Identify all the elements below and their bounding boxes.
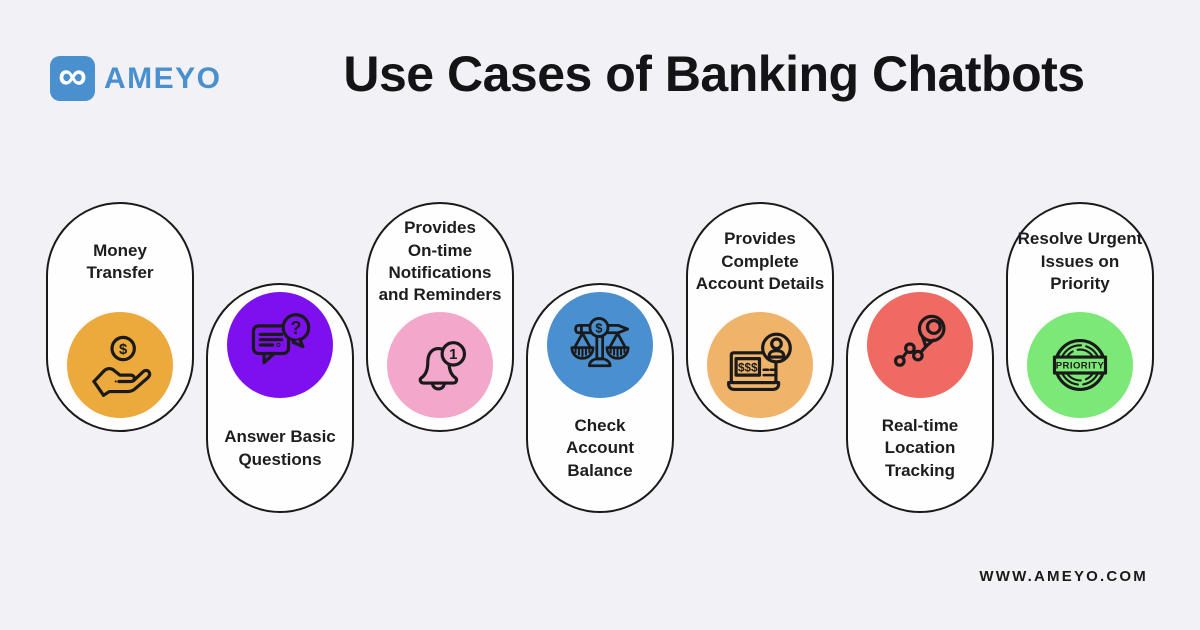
svg-text:$: $ bbox=[119, 342, 128, 358]
capsule-circle: $ bbox=[547, 292, 653, 398]
capsule-label: Check Account Balance bbox=[566, 415, 634, 480]
svg-text:?: ? bbox=[290, 318, 301, 338]
capsule-label: Provides Complete Account Details bbox=[695, 229, 825, 294]
capsule-circle: PRIORITY bbox=[1027, 312, 1133, 418]
capsule-label: Answer Basic Questions bbox=[224, 427, 336, 469]
capsule-answer-basic-questions: ? Answer Basic Questions bbox=[206, 283, 354, 513]
ameyo-logo: ∞ AMEYO bbox=[50, 56, 222, 101]
hand-coin-icon: $ bbox=[92, 335, 152, 397]
svg-text:1: 1 bbox=[449, 347, 457, 363]
infinity-glyph: ∞ bbox=[58, 53, 87, 98]
bell-notification-icon: 1 bbox=[418, 341, 467, 391]
capsule-label: Money Transfer bbox=[86, 240, 154, 282]
capsule-label: Provides On-time Notifications and Remin… bbox=[378, 218, 502, 305]
capsule-circle: 1 bbox=[387, 312, 493, 418]
capsule-check-account-balance: $ Check Account Balance bbox=[526, 283, 674, 513]
svg-text:$: $ bbox=[595, 320, 602, 335]
brand-name: AMEYO bbox=[104, 61, 222, 95]
infinity-logo-icon: ∞ bbox=[50, 56, 95, 101]
capsule-circle bbox=[867, 292, 973, 398]
capsule-circle: $ bbox=[67, 312, 173, 418]
capsule-notifications-reminders: Provides On-time Notifications and Remin… bbox=[366, 202, 514, 432]
page-title: Use Cases of Banking Chatbots bbox=[343, 46, 1085, 102]
balance-scale-icon: $ bbox=[570, 317, 630, 368]
capsule-circle: ? bbox=[227, 292, 333, 398]
website-url: WWW.AMEYO.COM bbox=[979, 568, 1148, 585]
capsule-account-details: Provides Complete Account Details $$$ bbox=[686, 202, 834, 432]
location-tracking-icon bbox=[893, 314, 946, 367]
priority-stamp-icon: PRIORITY bbox=[1052, 338, 1108, 392]
svg-text:PRIORITY: PRIORITY bbox=[1056, 361, 1105, 372]
chat-question-icon: ? bbox=[251, 313, 311, 365]
svg-text:$$$: $$$ bbox=[738, 361, 758, 374]
capsule-circle: $$$ bbox=[707, 312, 813, 418]
account-card-icon: $$$ bbox=[727, 332, 792, 392]
capsule-label: Real-time Location Tracking bbox=[881, 415, 959, 480]
capsule-money-transfer: Money Transfer $ bbox=[46, 202, 194, 432]
capsule-priority-issues: Resolve Urgent Issues on Priority PRIORI… bbox=[1006, 202, 1154, 432]
capsule-label: Resolve Urgent Issues on Priority bbox=[1017, 229, 1143, 294]
capsule-location-tracking: Real-time Location Tracking bbox=[846, 283, 994, 513]
